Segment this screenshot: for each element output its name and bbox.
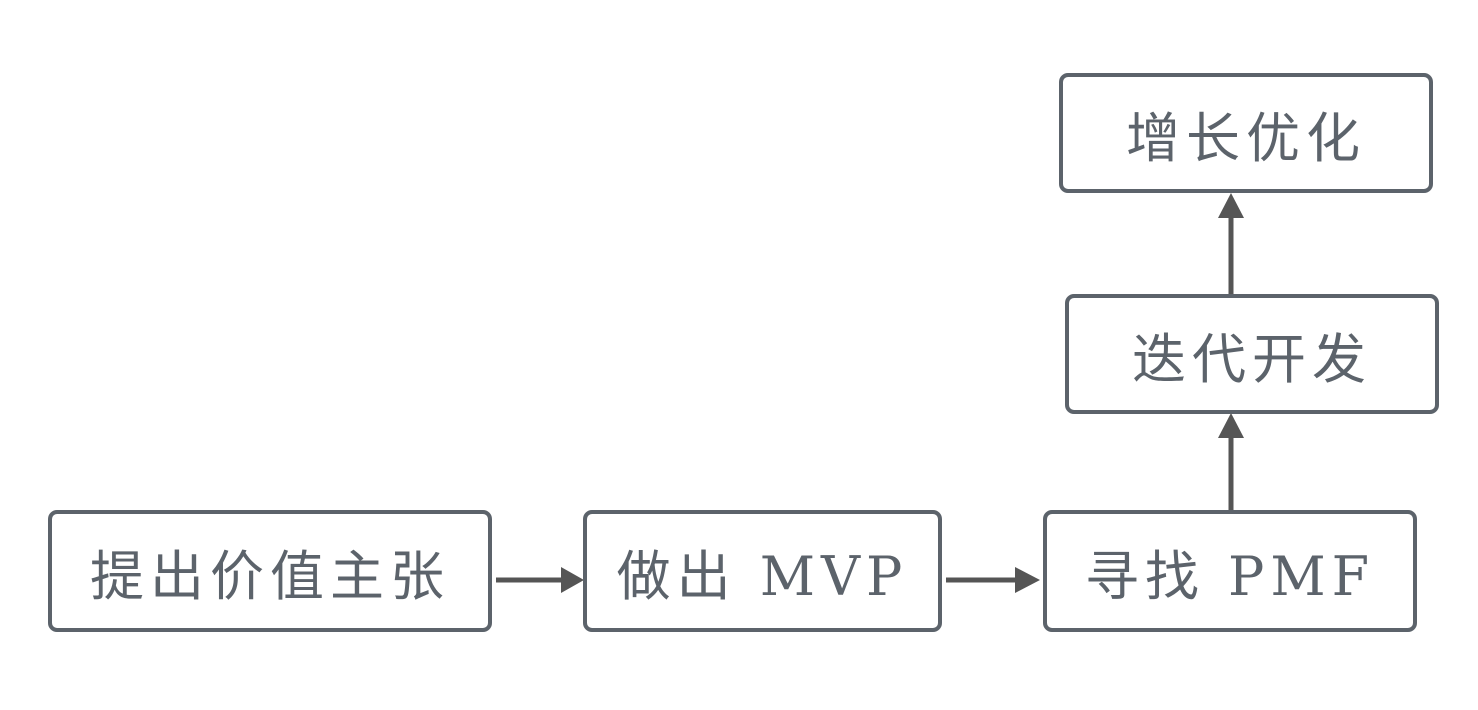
node-growth: 增长优化 [1059, 73, 1433, 193]
edge-pmf-to-iterate [1218, 413, 1244, 510]
node-label: 寻找 PMF [1084, 544, 1376, 608]
node-iterate: 迭代开发 [1065, 294, 1439, 414]
node-label: 迭代开发 [1132, 327, 1372, 391]
node-mvp: 做出 MVP [583, 510, 942, 632]
edge-value-prop-to-mvp [496, 567, 584, 593]
edge-iterate-to-growth [1218, 193, 1244, 294]
edge-mvp-to-pmf [946, 567, 1040, 593]
node-pmf: 寻找 PMF [1043, 510, 1417, 632]
node-value-proposition: 提出价值主张 [48, 510, 492, 632]
node-label: 增长优化 [1126, 106, 1366, 170]
node-label: 做出 MVP [616, 544, 909, 608]
node-label: 提出价值主张 [90, 544, 450, 608]
